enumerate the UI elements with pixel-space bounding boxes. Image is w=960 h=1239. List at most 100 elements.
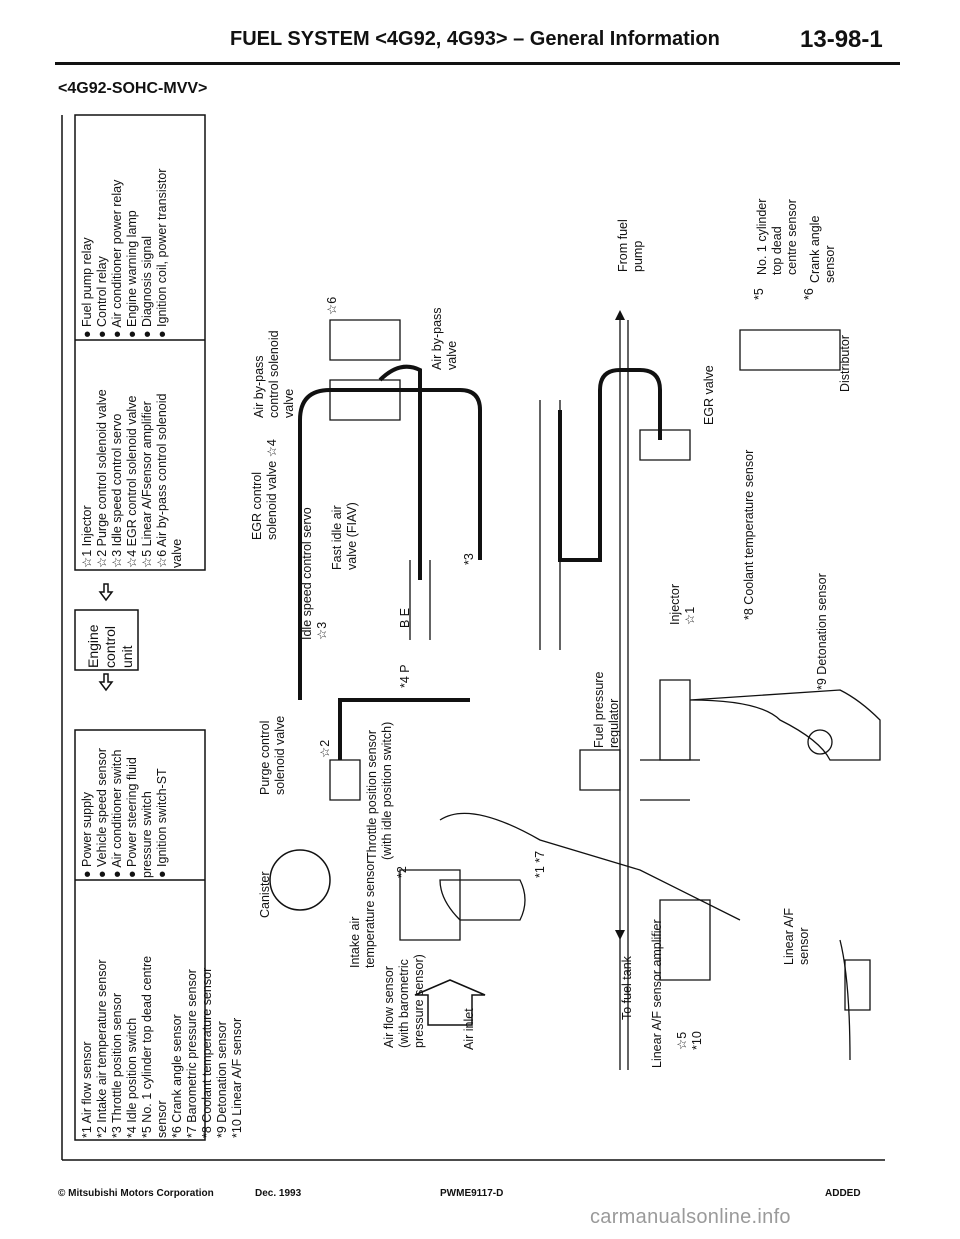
ecu-line: Engine [85, 624, 101, 668]
legend-line: ☆5 Linear A/Fsensor amplifier [140, 401, 154, 568]
label-line: Air flow sensor [382, 966, 396, 1048]
label-line: Linear A/F [782, 908, 796, 965]
label-line: No. 1 cylinder [755, 198, 769, 275]
mark-1-7: *1 *7 [533, 850, 547, 878]
throttle-position-label: Throttle position sensor (with idle posi… [365, 722, 395, 860]
legend-line: ● Control relay [95, 256, 109, 338]
label-line: *10 [690, 1031, 704, 1050]
injector-label: Injector ☆1 [668, 584, 698, 625]
legend-line: ● Engine warning lamp [125, 210, 139, 338]
label-line: ☆3 [315, 621, 329, 640]
to-fuel-tank-arrow [615, 930, 625, 940]
legend-line: ● Ignition switch-ST [155, 768, 169, 878]
label-line: EGR control [250, 471, 264, 540]
legend-line: ● Air conditioner switch [110, 749, 124, 878]
air-bypass-solenoid-mark: ☆6 [325, 296, 339, 315]
canister-shape [269, 849, 331, 911]
legend-line: ● Diagnosis signal [140, 235, 154, 338]
af-amplifier-label: Linear A/F sensor amplifier [650, 919, 664, 1068]
label-line: top dead [770, 226, 784, 275]
label-line: Throttle position sensor [365, 730, 379, 860]
crank-mark: *6 [802, 288, 816, 300]
letters-b-e: B E [398, 607, 412, 628]
output-legend: ● Fuel pump relay ● Control relay ● Air … [80, 169, 170, 338]
legend-line: ● Power supply [80, 791, 94, 878]
intake-air-temp-label: Intake air temperature sensor [348, 860, 378, 968]
label-line: solenoid valve [273, 715, 287, 795]
ecu-box [74, 609, 139, 671]
mark-2: *2 [395, 866, 409, 878]
label-line: Fast idle air [330, 505, 344, 570]
legend-line: ☆3 Idle speed control servo [110, 413, 124, 568]
sensor-legend: *1 Air flow sensor *2 Intake air tempera… [80, 956, 245, 1138]
air-inlet-label: Air inlet [462, 1008, 476, 1050]
fuel-pressure-regulator-label: Fuel pressure regulator [592, 672, 622, 748]
ecu-label: Engine control unit [85, 624, 136, 668]
legend-line: *9 Detonation sensor [215, 1021, 229, 1138]
date: Dec. 1993 [255, 1188, 302, 1199]
label-line: (with barometric [397, 959, 411, 1048]
label-line: regulator [607, 698, 621, 748]
legend-line: ☆2 Purge control solenoid valve [95, 389, 109, 568]
egr-valve-label: EGR valve [702, 365, 716, 425]
air-flow-sensor-label: Air flow sensor (with barometric pressur… [382, 954, 427, 1048]
linear-af-sensor-label: Linear A/F sensor [782, 908, 812, 965]
distributor-label: Distributor [838, 335, 852, 392]
isc-servo-label: Idle speed control servo ☆3 [300, 507, 330, 640]
legend-line: *8 Coolant temperature sensor [200, 967, 214, 1138]
legend-line: sensor [155, 1100, 169, 1138]
label-line: temperature sensor [363, 859, 377, 968]
page-title: FUEL SYSTEM <4G92, 4G93> – General Infor… [230, 28, 720, 50]
ecu-line: control [102, 625, 118, 668]
legend-line: ● Air conditioner power relay [110, 179, 124, 338]
actuator-legend-box [74, 114, 206, 571]
detonation-sensor-label: *9 Detonation sensor [815, 573, 829, 690]
legend-line: *5 No. 1 cylinder top dead centre [140, 955, 154, 1138]
legend-line: *1 Air flow sensor [80, 1041, 94, 1138]
mark-4-p: *4 P [398, 664, 412, 688]
label-line: sensor [797, 927, 811, 965]
label-line: ☆1 [683, 606, 697, 625]
label-line: Air by-pass [252, 355, 266, 418]
label-line: control solenoid [267, 330, 281, 418]
label-line: solenoid valve ☆4 [265, 439, 279, 540]
legend-line: *7 Barometric pressure sensor [185, 969, 199, 1138]
actuator-legend: ☆1 Injector ☆2 Purge control solenoid va… [80, 389, 185, 568]
legend-line: ● Fuel pump relay [80, 237, 94, 338]
label-line: Idle speed control servo [300, 507, 314, 640]
doc-code: PWME9117-D [440, 1188, 504, 1199]
label-line: Purge control [258, 720, 272, 795]
legend-line: valve [170, 538, 184, 568]
page-number: 13-98-1 [800, 26, 883, 53]
air-bypass-solenoid-label: Air by-pass control solenoid valve [252, 330, 297, 418]
legend-line: *10 Linear A/F sensor [230, 1017, 244, 1138]
from-fuel-pump-label: From fuel pump [616, 219, 646, 272]
label-line: ☆5 [675, 1031, 689, 1050]
label-line: centre sensor [785, 199, 799, 275]
purge-valve-label: Purge control solenoid valve [258, 716, 288, 795]
legend-line: ● Ignition coil, power transistor [155, 168, 169, 338]
label-line: pressure sensor) [412, 954, 426, 1048]
label-line: From fuel [616, 219, 630, 272]
from-fuel-pump-arrow [615, 310, 625, 320]
crank-sensor-label: Crank angle sensor [808, 216, 838, 283]
label-line: pump [631, 240, 645, 272]
legend-line: *2 Intake air temperature sensor [95, 959, 109, 1138]
legend-line: ☆4 EGR control solenoid valve [125, 395, 139, 568]
label-line: sensor [823, 245, 837, 283]
label-line: valve (FIAV) [345, 502, 359, 570]
engine-variant-subtitle: <4G92-SOHC-MVV> [58, 80, 208, 97]
coolant-sensor-label: *8 Coolant temperature sensor [742, 449, 756, 620]
legend-line: *4 Idle position switch [125, 1017, 139, 1138]
fiav-label: Fast idle air valve (FIAV) [330, 502, 360, 570]
legend-line: ☆6 Air by-pass control solenoid [155, 393, 169, 569]
to-fuel-tank-label: To fuel tank [620, 956, 634, 1020]
status: ADDED [825, 1188, 861, 1199]
air-inlet-arrow [414, 979, 486, 1026]
air-bypass-valve-label: Air by-pass valve [430, 307, 460, 370]
label-line: Crank angle [808, 215, 822, 283]
copyright: © Mitsubishi Motors Corporation [58, 1188, 214, 1199]
switch-legend-box [74, 729, 206, 1141]
ecu-line: unit [119, 645, 135, 668]
